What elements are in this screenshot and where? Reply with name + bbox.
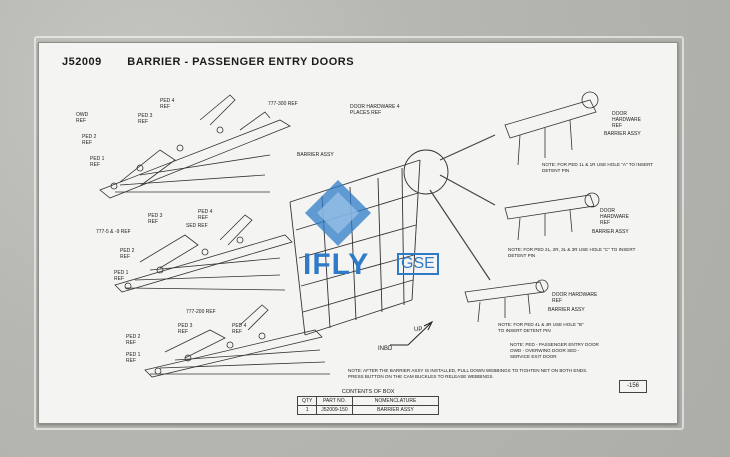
777-200-ref-label: 777-200 REF [186,309,216,315]
table-row: 1 J52009-150 BARRIER ASSY [296,405,440,415]
part-no-cell: J52009-150 [316,405,353,415]
ifly-watermark-text: IFLY [303,248,370,281]
ped1-ref-label-bottom: PED 1 REF [126,352,141,364]
document-title: J52009 BARRIER - PASSENGER ENTRY DOORS [62,56,354,68]
contents-of-box-table: CONTENTS OF BOX QTY PART NO. NOMENCLATUR… [296,389,440,415]
plastic-sleeve [34,36,684,430]
page-number: -156 [619,380,647,393]
ped3-ref-label-top: PED 3 REF [138,113,153,125]
up-label: UP [414,327,423,333]
qty-header: QTY [296,396,318,406]
ped3-ref-label-mid: PED 3 REF [148,213,163,225]
777-300-ref-label: 777-300 REF [268,101,298,107]
table-header-row: QTY PART NO. NOMENCLATURE [296,396,440,406]
contents-caption: CONTENTS OF BOX [341,389,395,395]
ped4-ref-label-top: PED 4 REF [160,98,175,110]
callout-arrows [429,134,496,281]
barrier-assy-label: BARRIER ASSY [297,152,334,158]
note-ped4: NOTE: FOR PED 4L & 4R USE HOLE "B" TO IN… [498,322,584,333]
qty-cell: 1 [296,405,318,415]
nomenclature-header: NOMENCLATURE [351,396,440,406]
ped2-ref-label-bottom: PED 2 REF [126,334,141,346]
airplane-diagram-bottom [144,304,330,378]
sed-ref-label: SED REF [186,223,208,229]
abbreviation-legend: NOTE: PED - PASSENGER ENTRY DOOR OWD - O… [510,342,599,359]
barrier-assy-label-2: BARRIER ASSY [592,229,629,235]
door-hardware-ref-label-3: DOOR HARDWARE REF [552,292,598,304]
document-number: J52009 [62,56,102,68]
door-hardware-4-places-label: DOOR HARDWARE 4 PLACES REF [350,104,400,116]
barrier-assy-label-3: BARRIER ASSY [548,307,585,313]
detail-hardware-3 [464,279,549,323]
ped2-ref-label-top: PED 2 REF [82,134,97,146]
note-ped1: NOTE: FOR PED 1L & 1R USE HOLE "A" TO IN… [542,162,653,173]
orientation-arrows [390,320,434,346]
ifly-diamond-icon [305,180,371,246]
document-heading: BARRIER - PASSENGER ENTRY DOORS [127,56,355,68]
ifly-logo-mark [303,178,373,253]
ped3-ref-label-bottom: PED 3 REF [178,323,193,335]
ped1-ref-label-mid: PED 1 REF [114,270,129,282]
detail-hardware-2 [504,192,600,241]
gse-watermark-text: GSE [397,253,439,275]
777-5-9-ref-label: 777-5 & -9 REF [96,229,131,235]
part-no-header: PART NO. [316,396,353,406]
ped4-ref-label-mid: PED 4 REF [198,209,213,221]
ped2-ref-label-mid: PED 2 REF [120,248,135,260]
door-hardware-ref-label-1: DOOR HARDWARE REF [612,111,641,129]
barrier-assy-label-1: BARRIER ASSY [604,131,641,137]
ped4-ref-label-bottom: PED 4 REF [232,323,247,335]
note-ped2-3: NOTE: FOR PED 2L, 2R, 3L & 3R USE HOLE "… [508,247,636,258]
installation-note: NOTE: AFTER THE BARRIER ASSY IS INSTALLE… [348,368,588,379]
detail-hardware-1 [504,91,599,166]
airplane-diagram-top [99,94,291,199]
inbd-label: INBD [378,346,393,352]
nomenclature-cell: BARRIER ASSY [351,405,440,415]
door-hardware-ref-label-2: DOOR HARDWARE REF [600,208,629,226]
owd-ref-label: OWD REF [76,112,89,124]
airplane-diagram-middle [114,214,293,293]
ped1-ref-label-top: PED 1 REF [90,156,105,168]
